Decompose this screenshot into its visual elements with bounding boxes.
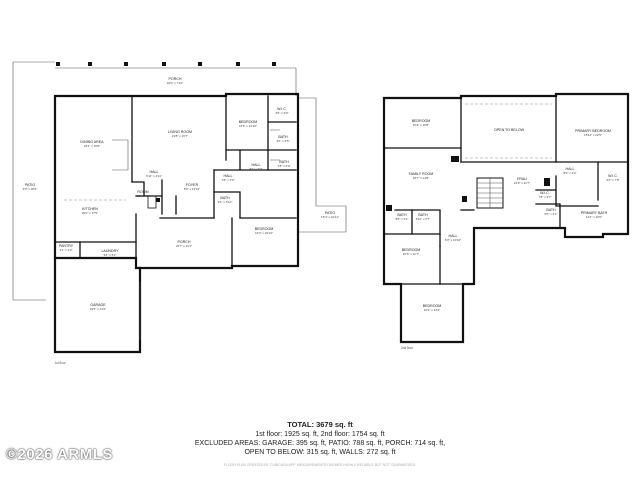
- room-bath-2-dim: 7'8" x 5'0": [277, 164, 290, 168]
- room-primary-bath-dim: 14'4" x 10'0": [586, 215, 602, 219]
- excluded-areas: EXCLUDED AREAS: GARAGE: 395 sq. ft, PATI…: [194, 440, 446, 447]
- excluded-areas-continued: OPEN TO BELOW: 315 sq. ft, WALLS: 272 sq…: [244, 449, 396, 456]
- room-dining-dim: 18'1" x 15'6": [84, 144, 100, 148]
- room-bath-5-label: BATH: [397, 213, 407, 217]
- room-porch-top-dim: 32'0" x 7'10": [167, 81, 183, 85]
- room-primary-bedroom-label: PRIMARY BEDROOM: [575, 129, 611, 133]
- room-hall-4-dim: 8'9" x 4'4": [563, 171, 576, 175]
- room-bedroom-4-dim: 15'6" x 11'7": [403, 252, 419, 256]
- first-floor-plan: PORCH 32'0" x 7'10" LIVING ROOM 21'8" x …: [12, 61, 347, 365]
- room-bedroom-5-label: BEDROOM: [423, 304, 442, 308]
- room-garage-label: GARAGE: [90, 303, 106, 307]
- room-hall-5-dim: 6'3" x 10'10": [445, 238, 461, 242]
- room-wic-2-dim: 5'0" x 7'5": [606, 178, 619, 182]
- room-hall-2-label: HALL: [150, 170, 159, 174]
- armls-watermark: ©2026 ARMLS: [6, 446, 113, 463]
- room-bath-2-label: BATH: [279, 160, 289, 164]
- room-bath-5-dim: 8'5" x 5'1": [395, 217, 408, 221]
- room-garage-dim: 19'5" x 21'2": [90, 307, 106, 311]
- staircase: [476, 177, 504, 209]
- room-wic-1-dim: 6'6" x 6'0": [275, 111, 288, 115]
- total-area: TOTAL: 3679 sq. ft: [287, 420, 353, 429]
- second-floor-room-labels: BEDROOM 15'6" x 15'8" OPEN TO BELOW PRIM…: [395, 119, 619, 350]
- room-laundry-dim: 9'6" x 5'1": [103, 253, 116, 257]
- room-bedroom-5-dim: 16'2" x 13'4": [424, 308, 440, 312]
- room-hall-2-dim: 6'11" x 4'11": [146, 174, 162, 178]
- room-wic-1-label: W.I.C.: [277, 107, 287, 111]
- room-wic-3-label: W.I.C.: [540, 191, 550, 195]
- room-wic-3-dim: 7'8" x 5'7": [538, 195, 551, 199]
- room-kitchen-label: KITCHEN: [82, 207, 98, 211]
- room-laundry-label: LAUNDRY: [101, 249, 119, 253]
- room-hall-4-label: HALL: [566, 167, 575, 171]
- room-bath-4-dim: 6'0" x 6'1": [544, 212, 557, 216]
- first-floor-caption: 1st floor: [54, 361, 66, 365]
- room-foyer-label: FOYER: [186, 183, 199, 187]
- room-bedroom-1-label: BEDROOM: [239, 120, 258, 124]
- room-bedroom-3-dim: 15'6" x 15'8": [413, 123, 429, 127]
- room-hall-3-label: HALL: [224, 174, 233, 178]
- room-frau-dim: 21'8" x 11'7": [514, 181, 530, 185]
- room-hall-5-label: HALL: [449, 234, 458, 238]
- room-room-label: ROOM: [137, 190, 148, 194]
- room-pantry-dim: 4'1" x 4'0": [59, 248, 72, 252]
- room-living-label: LIVING ROOM: [168, 130, 192, 134]
- room-hall-1-label: HALL: [252, 163, 261, 167]
- room-patio-left-label: PATIO: [25, 183, 35, 187]
- room-porch-2-label: PORCH: [178, 240, 191, 244]
- room-open-to-below-label: OPEN TO BELOW: [494, 128, 525, 132]
- room-porch-top-label: PORCH: [169, 77, 182, 81]
- room-bedroom-1-dim: 15'6" x 12'10": [239, 124, 257, 128]
- disclaimer-text: FLOOR PLAN CREATED BY CUBICASA APP. MEAS…: [223, 463, 417, 467]
- room-primary-bath-label: PRIMARY BATH: [581, 211, 608, 215]
- room-bedroom-2-dim: 16'0" x 15'10": [255, 231, 273, 235]
- room-kitchen-dim: 20'0" x 17'5": [82, 211, 98, 215]
- floor-areas: 1st floor: 1925 sq. ft, 2nd floor: 1754 …: [255, 431, 385, 438]
- room-bath-1-dim: 9'4" x 6'6": [276, 139, 289, 143]
- room-bath-6-label: BATH: [418, 213, 428, 217]
- room-bedroom-4-label: BEDROOM: [402, 248, 421, 252]
- second-floor-caption: 2nd floor: [401, 346, 414, 350]
- room-porch-2-dim: 22'7" x 11'1": [176, 244, 192, 248]
- room-bath-1-label: BATH: [278, 135, 288, 139]
- room-hall-3-dim: 7'8" x 4'0": [221, 178, 234, 182]
- room-bath-3-dim: 9'1" x 6'10": [218, 200, 233, 204]
- room-living-dim: 21'8" x 15'7": [172, 134, 188, 138]
- room-patio-left-dim: 9'0" x 35'6": [23, 187, 38, 191]
- room-frau-label: FRAU: [517, 177, 527, 181]
- second-floor-plan: BEDROOM 15'6" x 15'8" OPEN TO BELOW PRIM…: [382, 92, 630, 350]
- first-floor-room-labels: PORCH 32'0" x 7'10" LIVING ROOM 21'8" x …: [23, 77, 339, 365]
- room-patio-right-dim: 15'4" x 10'11": [321, 215, 339, 219]
- room-foyer-dim: 8'0" x 16'10": [184, 187, 200, 191]
- room-bedroom-2-label: BEDROOM: [255, 227, 274, 231]
- room-bath-4-label: BATH: [546, 208, 556, 212]
- room-bath-3-label: BATH: [220, 196, 230, 200]
- room-hall-1-dim: 8'2" x 5'0": [249, 167, 262, 171]
- room-family-dim: 18'7" x 14'8": [413, 176, 429, 180]
- room-family-label: FAMILY ROOM: [409, 172, 434, 176]
- room-dining-label: DINING AREA: [80, 140, 104, 144]
- room-pantry-label: PANTRY: [59, 244, 74, 248]
- room-wic-2-label: W.I.C.: [608, 174, 618, 178]
- room-patio-right-label: PATIO: [325, 211, 335, 215]
- room-room-dim: 5'5" x 4'8": [136, 194, 149, 198]
- room-primary-bedroom-dim: 15'11" x 22'5": [584, 133, 602, 137]
- room-bath-6-dim: 6'11" x 5'7": [416, 217, 431, 221]
- room-bedroom-3-label: BEDROOM: [412, 119, 431, 123]
